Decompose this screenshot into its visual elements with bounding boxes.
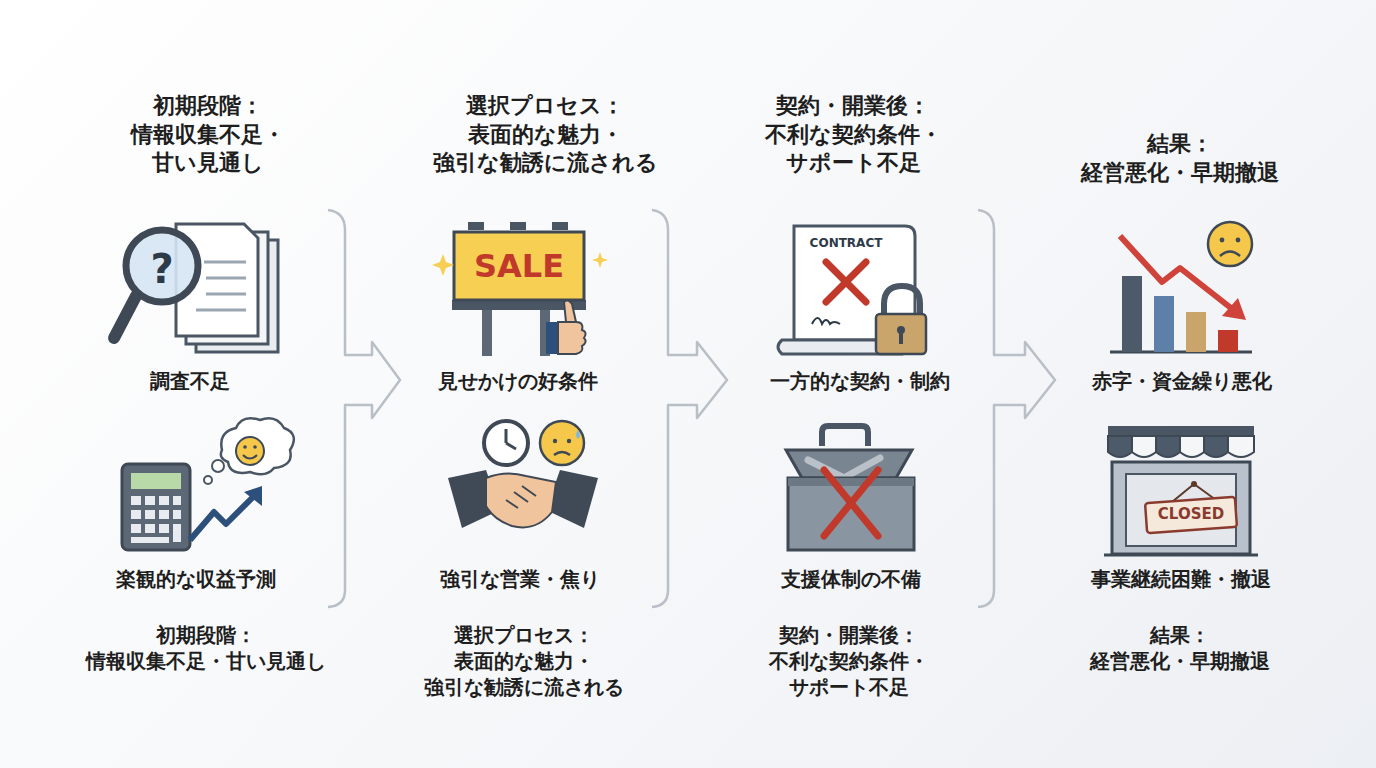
stage-summary: 初期段階： 情報収集不足・甘い見通し xyxy=(86,622,326,674)
icon-caption: 調査不足 xyxy=(150,368,230,394)
text-line: 表面的な魅力・ xyxy=(424,648,624,674)
text-line: 情報収集不足・甘い見通し xyxy=(86,648,326,674)
text-line: 情報収集不足・ xyxy=(131,121,285,150)
text-line: 選択プロセス： xyxy=(424,622,624,648)
text-line: サポート不足 xyxy=(765,149,942,178)
text-line: 事業継続困難・撤退 xyxy=(1091,566,1271,592)
icon-caption: 強引な営業・焦り xyxy=(440,566,600,592)
text-line: 赤字・資金繰り悪化 xyxy=(1092,368,1272,394)
text-line: 選択プロセス： xyxy=(433,92,658,121)
text-line: 不利な契約条件・ xyxy=(765,121,942,150)
text-line: 不利な契約条件・ xyxy=(769,648,929,674)
text-line: 支援体制の不備 xyxy=(781,566,921,592)
text-line: 甘い見通し xyxy=(131,149,285,178)
text-line: 一方的な契約・制約 xyxy=(770,368,950,394)
icon-caption: 見せかけの好条件 xyxy=(438,368,598,394)
icon-caption: 一方的な契約・制約 xyxy=(770,368,950,394)
closed-sign-text: CLOSED xyxy=(1158,505,1224,525)
billboard-icon xyxy=(432,222,608,356)
icon-caption: 支援体制の不備 xyxy=(781,566,921,592)
text-line: 強引な勧誘に流される xyxy=(424,674,624,700)
contract-text: CONTRACT xyxy=(810,236,883,252)
calculator-icon xyxy=(122,418,294,550)
text-line: 結果： xyxy=(1090,622,1270,648)
stage-summary: 契約・開業後： 不利な契約条件・ サポート不足 xyxy=(769,622,929,700)
stage-summary: 選択プロセス： 表面的な魅力・ 強引な勧誘に流される xyxy=(424,622,624,700)
declining-chart-icon xyxy=(1110,222,1252,352)
text-line: 結果： xyxy=(1081,130,1279,159)
handshake-icon xyxy=(448,421,598,528)
text-line: 経営悪化・早期撤退 xyxy=(1090,648,1270,674)
research-icon xyxy=(114,224,278,352)
icon-caption: 赤字・資金繰り悪化 xyxy=(1092,368,1272,394)
text-line: CLOSED xyxy=(1158,505,1224,525)
stage-summary: 結果： 経営悪化・早期撤退 xyxy=(1090,622,1270,674)
text-line: 楽観的な収益予測 xyxy=(116,566,276,592)
text-line: 経営悪化・早期撤退 xyxy=(1081,159,1279,188)
text-line: 見せかけの好条件 xyxy=(438,368,598,394)
text-line: 表面的な魅力・ xyxy=(433,121,658,150)
stage-heading: 初期段階： 情報収集不足・ 甘い見通し xyxy=(131,92,285,178)
text-line: ? xyxy=(150,243,173,295)
sale-sign-text: SALE xyxy=(474,246,564,288)
text-line: 契約・開業後： xyxy=(769,622,929,648)
icon-caption: 楽観的な収益予測 xyxy=(116,566,276,592)
stage-heading: 契約・開業後： 不利な契約条件・ サポート不足 xyxy=(765,92,942,178)
text-line: 強引な勧誘に流される xyxy=(433,149,658,178)
icon-caption: 事業継続困難・撤退 xyxy=(1091,566,1271,592)
toolbox-icon xyxy=(786,426,914,550)
stage-heading: 結果： 経営悪化・早期撤退 xyxy=(1081,130,1279,187)
text-line: 調査不足 xyxy=(150,368,230,394)
text-line: CONTRACT xyxy=(810,236,883,252)
flow-bracket xyxy=(328,210,1055,607)
question-mark: ? xyxy=(150,243,173,295)
text-line: SALE xyxy=(474,246,564,288)
text-line: 初期段階： xyxy=(86,622,326,648)
closed-shop-icon xyxy=(1104,426,1258,555)
stage-heading: 選択プロセス： 表面的な魅力・ 強引な勧誘に流される xyxy=(433,92,658,178)
text-line: 契約・開業後： xyxy=(765,92,942,121)
contract-icon xyxy=(778,226,926,354)
text-line: サポート不足 xyxy=(769,674,929,700)
text-line: 初期段階： xyxy=(131,92,285,121)
text-line: 強引な営業・焦り xyxy=(440,566,600,592)
